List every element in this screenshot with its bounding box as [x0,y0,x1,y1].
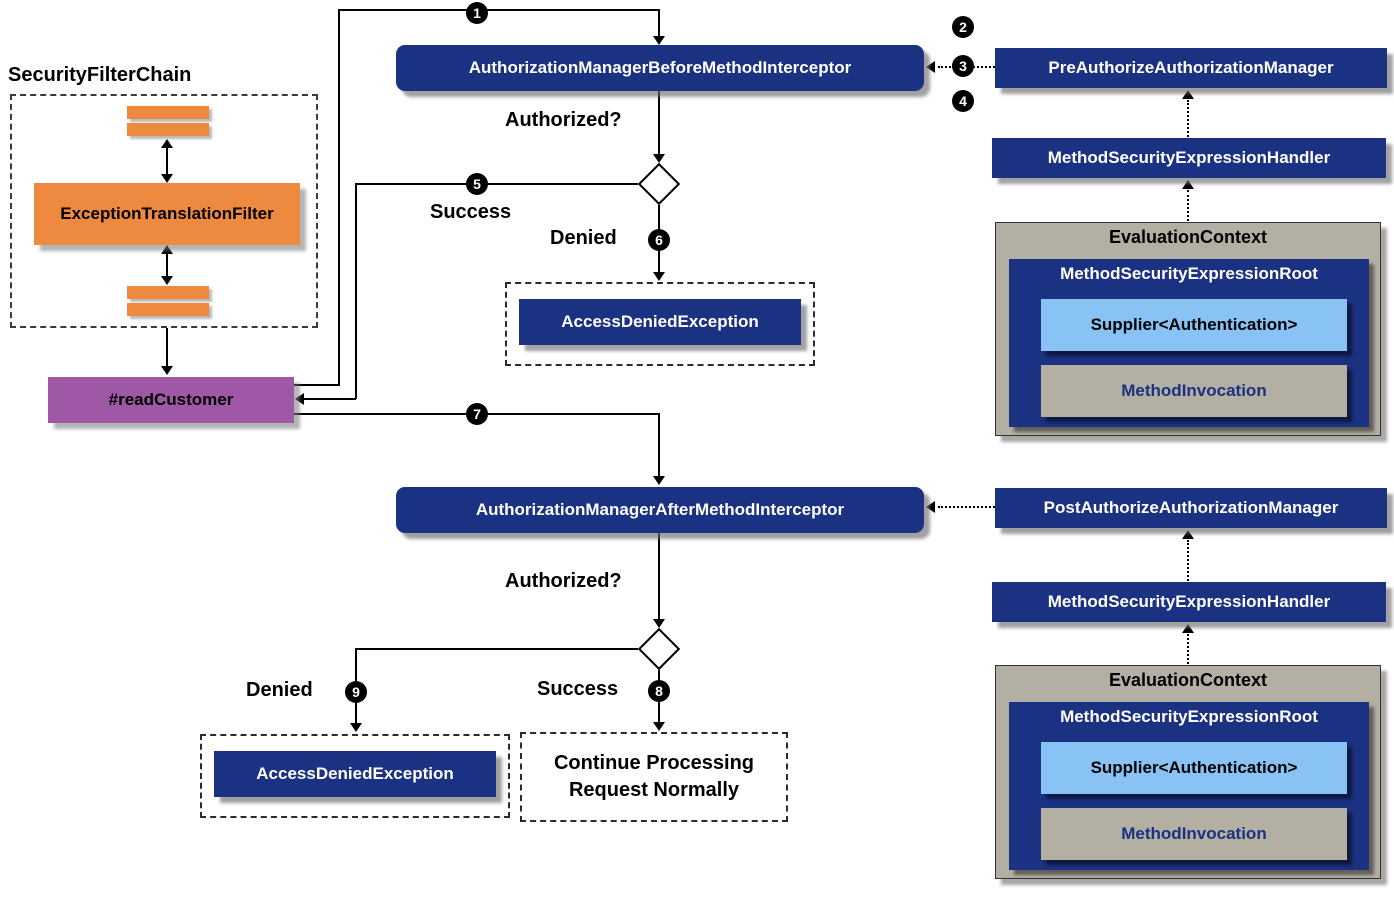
decision-diamond-top [637,162,681,206]
expression-root-box-bottom: MethodSecurityExpressionRoot Supplier<Au… [1009,702,1369,870]
filter-bar [127,286,209,299]
arrowhead-post-to-after [926,501,935,513]
filter-bar [127,303,209,316]
arrowhead-pre-to-before [926,61,935,73]
security-filter-chain-title: SecurityFilterChain [8,64,192,86]
expression-handler-box-top: MethodSecurityExpressionHandler [992,138,1386,178]
expression-root-box-top: MethodSecurityExpressionRoot Supplier<Au… [1009,259,1369,427]
connector-dotted [1187,634,1189,664]
method-invocation-box-top: MethodInvocation [1041,365,1347,417]
arrowhead-into-before-interceptor [653,36,665,45]
denied-label-top: Denied [550,227,617,249]
step-circle-5: 5 [466,173,488,195]
evaluation-context-box-top: EvaluationContext MethodSecurityExpressi… [995,222,1381,436]
connector [658,532,660,619]
access-denied-container-top: AccessDeniedException [505,282,815,366]
read-customer-box: #readCustomer [48,377,294,423]
connector [356,183,638,185]
success-label-bottom: Success [537,678,619,700]
connector [303,398,356,400]
connector [339,9,660,11]
continue-processing-label: Continue Processing Request Normally [553,752,755,801]
connector [658,9,660,37]
evaluation-context-title-bottom: EvaluationContext [1108,670,1268,690]
connector [658,90,660,154]
expression-handler-box-bottom: MethodSecurityExpressionHandler [992,582,1386,622]
authorized-label-bottom: Authorized? [505,570,622,592]
arrowhead-into-read-customer-top [161,366,173,375]
arrowhead-into-access-denied-top [653,272,665,281]
connector [294,384,340,386]
step-circle-2: 2 [952,16,974,38]
connector [166,253,168,277]
before-interceptor-box: AuthorizationManagerBeforeMethodIntercep… [396,45,924,91]
connector [338,9,340,386]
arrowhead-handler-to-post [1182,530,1194,539]
connector [355,183,357,399]
after-interceptor-box: AuthorizationManagerAfterMethodIntercept… [396,487,924,533]
arrowhead [161,139,173,148]
arrowhead-into-after-interceptor [653,476,665,485]
filter-bar [127,106,209,119]
exception-translation-filter-box: ExceptionTranslationFilter [34,183,300,245]
arrowhead-into-continue-processing [653,722,665,731]
step-circle-6: 6 [648,229,670,251]
supplier-authentication-box-bottom: Supplier<Authentication> [1041,742,1347,794]
pre-authorize-manager-box: PreAuthorizeAuthorizationManager [995,48,1387,88]
supplier-authentication-box-top: Supplier<Authentication> [1041,299,1347,351]
access-denied-box-top: AccessDeniedException [519,299,801,345]
continue-processing-box: Continue Processing Request Normally [520,732,788,822]
arrowhead-handler-to-pre [1182,90,1194,99]
arrowhead-into-bottom-diamond [653,619,665,628]
connector-dotted [1187,100,1189,137]
connector-dotted [1187,540,1189,581]
post-authorize-manager-box: PostAuthorizeAuthorizationManager [995,488,1387,528]
denied-label-bottom: Denied [246,679,313,701]
method-invocation-box-bottom: MethodInvocation [1041,808,1347,860]
connector-dotted [1187,190,1189,221]
evaluation-context-title-top: EvaluationContext [1108,227,1268,247]
expression-root-title-bottom: MethodSecurityExpressionRoot [1060,707,1318,726]
expression-root-title-top: MethodSecurityExpressionRoot [1060,264,1318,283]
arrowhead [161,174,173,183]
evaluation-context-box-bottom: EvaluationContext MethodSecurityExpressi… [995,665,1381,879]
arrowhead-context-to-handler-bottom [1182,624,1194,633]
arrowhead-context-to-handler [1182,180,1194,189]
success-label-top: Success [430,201,512,223]
arrowhead [161,276,173,285]
step-circle-7: 7 [466,403,488,425]
connector [356,648,638,650]
arrowhead-into-top-diamond [653,154,665,163]
connector-dotted [938,506,995,508]
step-circle-1: 1 [466,2,488,24]
step-circle-9: 9 [345,681,367,703]
decision-diamond-bottom [637,627,681,671]
step-circle-3: 3 [952,55,974,77]
access-denied-box-bottom: AccessDeniedException [214,751,496,797]
connector [166,328,168,366]
access-denied-container-bottom: AccessDeniedException [200,734,510,818]
security-filter-chain-box [10,94,318,328]
arrowhead [161,245,173,254]
filter-bar [127,123,209,136]
step-circle-8: 8 [648,680,670,702]
arrowhead-into-access-denied-bottom [350,723,362,732]
connector [658,413,660,476]
step-circle-4: 4 [952,90,974,112]
connector [166,147,168,175]
authorized-label-top: Authorized? [505,109,622,131]
arrowhead-into-read-customer [295,393,304,405]
